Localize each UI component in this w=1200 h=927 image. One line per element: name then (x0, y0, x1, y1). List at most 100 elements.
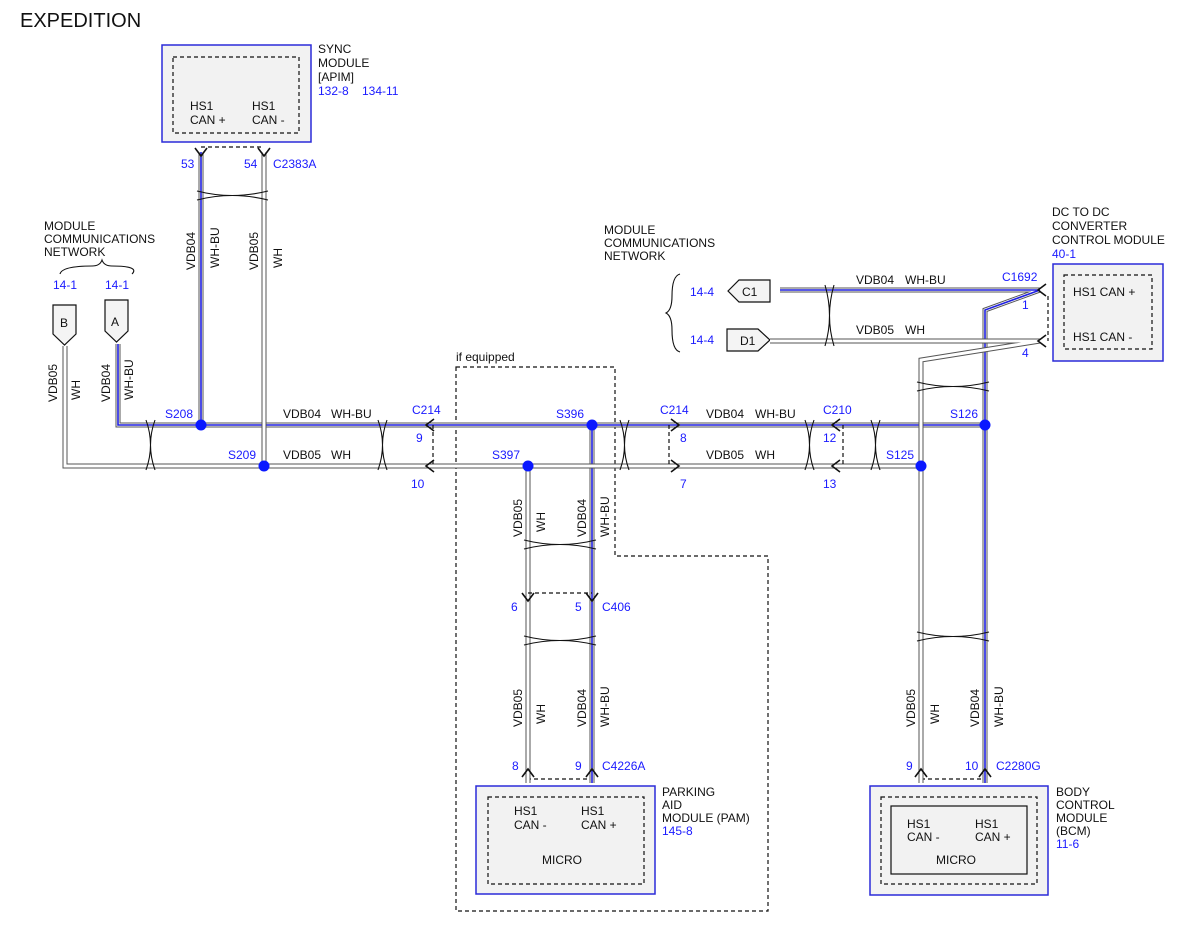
wire-label-whbu-h2: WH-BU (755, 407, 796, 421)
splice-s125-dot (915, 460, 927, 472)
vertical-wire-labels: VDB04 WH-BU VDB05 WH VDB05 WH VDB04 WH-B… (46, 227, 1006, 727)
wire-label-whbu-h3: WH-BU (905, 273, 946, 287)
vlabel-bcm-vdb04: VDB04 (968, 689, 982, 727)
splice-s397-label: S397 (492, 448, 520, 462)
c406-name: C406 (602, 600, 631, 614)
left-network-label-2: COMMUNICATIONS (44, 232, 155, 246)
dcdc-connector-name: C1692 (1002, 270, 1038, 284)
pam-pin-minus-label-2: CAN - (514, 818, 547, 832)
pam-module-name-2: AID (662, 798, 682, 812)
vlabel-pam-up-vdb05: VDB05 (511, 499, 525, 537)
wire-label-vdb04-h3: VDB04 (856, 273, 894, 287)
vlabel-sync-wh: WH (271, 248, 285, 268)
c214-left-pin-10: 10 (411, 477, 425, 491)
splice-s208-label: S208 (165, 407, 193, 421)
splice-s208-dot (195, 419, 207, 431)
vlabel-pam-dn-vdb05: VDB05 (511, 689, 525, 727)
sync-module-name-3: [APIM] (318, 70, 354, 84)
vlabel-pam-dn-vdb04: VDB04 (575, 689, 589, 727)
vlabel-a-vdb04: VDB04 (99, 364, 113, 402)
sync-module-ref-2: 134-11 (362, 84, 399, 98)
vlabel-sync-vdb04: VDB04 (184, 232, 198, 270)
splice-s209-dot (258, 460, 270, 472)
wire-label-wh-h1: WH (331, 448, 351, 462)
wire-label-wh-h3: WH (905, 323, 925, 337)
pam-pin-8: 8 (512, 759, 519, 773)
wire-label-vdb05-h1: VDB05 (283, 448, 321, 462)
splice-s396-dot (586, 419, 598, 431)
pam-pin-plus-label: HS1 (581, 804, 605, 818)
vlabel-pam-dn-wh: WH (534, 704, 548, 724)
splice-s396-label: S396 (556, 407, 584, 421)
splice-s209-label: S209 (228, 448, 256, 462)
vlabel-bcm-wh: WH (928, 704, 942, 724)
vlabel-sync-vdb05: VDB05 (247, 232, 261, 270)
flag-d1-label: D1 (740, 334, 756, 348)
vlabel-bcm-whbu: WH-BU (992, 686, 1006, 727)
splices (195, 419, 991, 472)
left-network-brace (59, 258, 135, 275)
bcm-pin-10: 10 (965, 759, 979, 773)
vlabel-pam-up-whbu: WH-BU (598, 496, 612, 537)
flag-b-label: B (60, 316, 68, 330)
c214-right-pin-8: 8 (680, 431, 687, 445)
sync-module: HS1 CAN + HS1 CAN - (161, 44, 312, 143)
wire-label-vdb04-h2: VDB04 (706, 407, 744, 421)
dcdc-pin-plus-label: HS1 CAN + (1073, 285, 1135, 299)
pam-micro-label: MICRO (542, 853, 582, 867)
bcm-pin-minus-label-2: CAN - (907, 830, 940, 844)
c214-right-name: C214 (660, 403, 689, 417)
pam-module-name-3: MODULE (PAM) (662, 811, 750, 825)
pam-module-name: PARKING (662, 785, 715, 799)
splice-s125-label: S125 (886, 448, 914, 462)
connector-arrows (194, 147, 1047, 778)
sync-pin-plus-label-2: CAN + (190, 113, 226, 127)
bcm-connector-name: C2280G (996, 759, 1041, 773)
sync-connector-name: C2383A (273, 157, 316, 171)
page-title: EXPEDITION (20, 10, 141, 32)
dcdc-pin-4: 4 (1022, 346, 1029, 360)
pam-pin-9: 9 (575, 759, 582, 773)
bcm-pin-9: 9 (906, 759, 913, 773)
splice-s397-dot (522, 460, 534, 472)
sync-pin-plus-label: HS1 (190, 99, 214, 113)
flag-a (104, 299, 129, 343)
pam-module-ref: 145-8 (662, 824, 693, 838)
c406-pin-5: 5 (575, 600, 582, 614)
c210-name: C210 (823, 403, 852, 417)
vlabel-pam-dn-whbu: WH-BU (598, 686, 612, 727)
wire-label-wh-h2: WH (755, 448, 775, 462)
vlabel-sync-whbu: WH-BU (208, 227, 222, 268)
pam-connector-name: C4226A (602, 759, 645, 773)
left-network-ref-a: 14-1 (105, 278, 129, 292)
splice-s126-label: S126 (950, 407, 978, 421)
sync-pin-minus-label: HS1 (252, 99, 276, 113)
left-network-ref-b: 14-1 (53, 278, 77, 292)
vlabel-a-whbu: WH-BU (122, 359, 136, 400)
wire-label-whbu-h1: WH-BU (331, 407, 372, 421)
bcm-micro-label: MICRO (936, 853, 976, 867)
sync-module-name: SYNC (318, 42, 352, 56)
dcdc-module-name: DC TO DC (1052, 205, 1110, 219)
sync-module-ref: 132-8 (318, 84, 349, 98)
vlabel-bcm-vdb05: VDB05 (904, 689, 918, 727)
vlabel-pam-up-vdb04: VDB04 (575, 499, 589, 537)
bcm-pin-plus-label-2: CAN + (975, 830, 1011, 844)
c214-left-name: C214 (412, 403, 441, 417)
sync-pin-54: 54 (244, 157, 258, 171)
pam-pin-plus-label-2: CAN + (581, 818, 617, 832)
flag-b (52, 304, 77, 346)
bcm-module-name-3: MODULE (1056, 811, 1107, 825)
bcm-pin-minus-label: HS1 (907, 817, 931, 831)
mid-network-ref-c1: 14-4 (690, 285, 714, 299)
bcm-module: HS1 CAN - HS1 CAN + MICRO (869, 785, 1049, 896)
flag-d1 (726, 328, 771, 352)
bcm-module-name-4: (BCM) (1056, 824, 1091, 838)
flag-c1 (727, 279, 771, 303)
vlabel-b-wh: WH (69, 380, 83, 400)
c406-pin-6: 6 (511, 600, 518, 614)
wire-label-vdb04-h1: VDB04 (283, 407, 321, 421)
twisted-pair-markers (145, 190, 990, 646)
mid-network-label-3: NETWORK (604, 249, 665, 263)
